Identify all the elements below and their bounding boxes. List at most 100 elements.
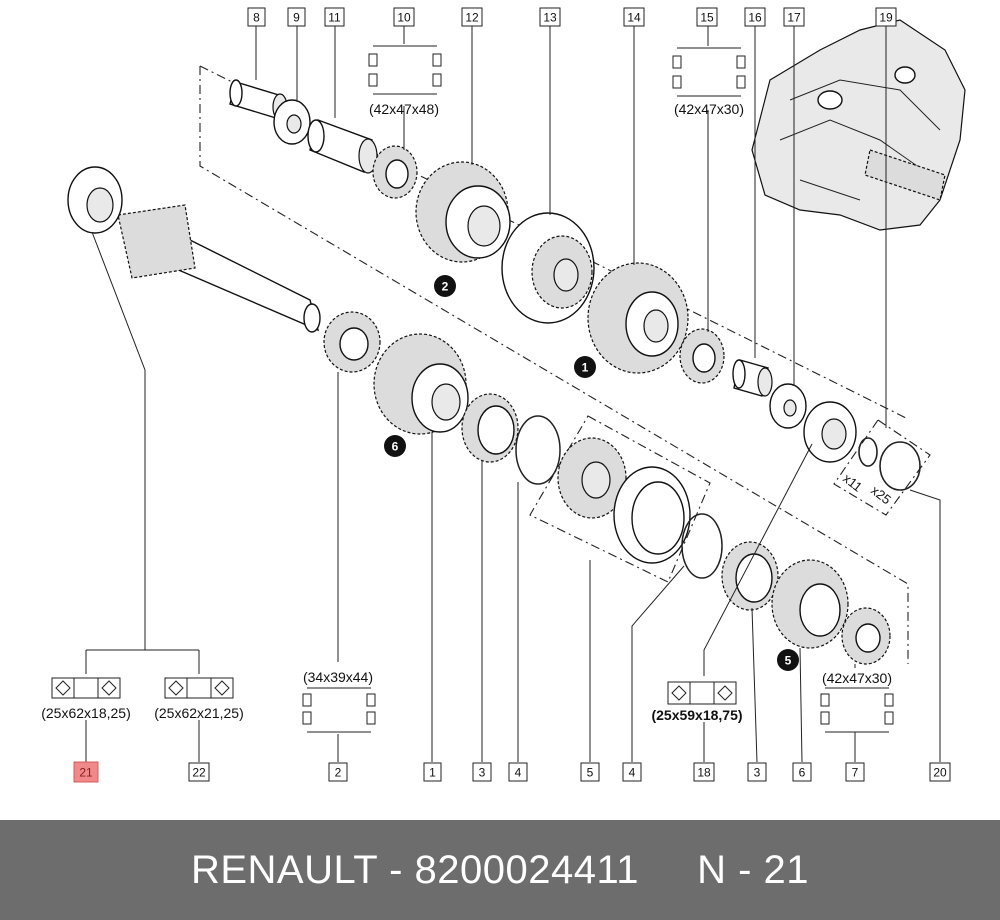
callout-4[interactable]: 4	[508, 762, 528, 782]
callout-6[interactable]: 6	[792, 762, 812, 782]
svg-text:19: 19	[879, 11, 893, 25]
sleeve-11-part	[307, 119, 378, 174]
callout-4b[interactable]: 4	[622, 762, 642, 782]
gear-6-part	[771, 559, 849, 649]
bearing-symbol-2	[302, 687, 376, 733]
gear-marker-1: 1	[574, 356, 596, 378]
callout-22[interactable]: 22	[188, 762, 210, 782]
bearing-18-part	[803, 401, 857, 463]
synchro-ring-3-part	[461, 393, 519, 463]
callout-2[interactable]: 2	[328, 762, 348, 782]
svg-text:5: 5	[785, 654, 792, 668]
part-number-banner: RENAULT - 8200024411 N - 21	[0, 820, 1000, 920]
exploded-gearbox-diagram: 8 9 11 10 12 13 14 15 16 17 19 21 22 2 1…	[41, 7, 966, 783]
callout-9[interactable]: 9	[287, 7, 306, 27]
svg-text:13: 13	[543, 11, 557, 25]
synchro-assembly-5-part	[557, 437, 691, 564]
callout-5[interactable]: 5	[580, 762, 600, 782]
ball-bearing-symbol-18	[667, 681, 737, 705]
gearbox-housing-illustration	[751, 19, 966, 231]
svg-text:10: 10	[397, 11, 411, 25]
svg-text:17: 17	[787, 11, 801, 25]
needle-bearing-7-part	[841, 607, 891, 665]
gear-marker-6: 6	[384, 435, 406, 457]
svg-text:4: 4	[515, 766, 522, 780]
dimension-labels: (42x47x48) (42x47x30) (25x62x18,25) (25x…	[41, 101, 892, 723]
svg-text:1: 1	[582, 361, 589, 375]
callout-14[interactable]: 14	[623, 7, 645, 27]
needle-bearing-15-part	[679, 328, 725, 384]
gear-markers: 2 1 6 5	[384, 275, 799, 671]
bearing-symbol-10	[368, 45, 442, 95]
svg-text:11: 11	[328, 11, 341, 25]
callout-16[interactable]: 16	[744, 7, 766, 27]
svg-text:5: 5	[587, 766, 594, 780]
gear-1-part	[373, 333, 469, 435]
svg-text:9: 9	[293, 11, 300, 25]
callout-15[interactable]: 15	[696, 7, 718, 27]
gear-12-part	[415, 161, 511, 263]
svg-text:4: 4	[629, 766, 636, 780]
washer-17-part	[769, 383, 807, 429]
circlip-labels: x11 x25	[840, 471, 894, 508]
gear-marker-2: 2	[434, 275, 456, 297]
part-number-text: RENAULT - 8200024411 N - 21	[190, 847, 810, 892]
svg-text:3: 3	[754, 766, 761, 780]
callout-20[interactable]: 20	[929, 762, 951, 782]
bearing-symbol-7	[820, 687, 894, 733]
washer-9-part	[273, 99, 311, 145]
callout-12[interactable]: 12	[461, 7, 483, 27]
needle-bearing-2-part	[323, 311, 381, 373]
ball-bearing-symbol-21	[51, 677, 121, 699]
needle-bearing-10-part	[372, 145, 418, 199]
svg-text:18: 18	[697, 766, 711, 780]
callout-13[interactable]: 13	[539, 7, 561, 27]
sleeve-16-part	[732, 359, 773, 397]
callout-3b[interactable]: 3	[747, 762, 767, 782]
svg-text:16: 16	[748, 11, 762, 25]
svg-text:1: 1	[429, 766, 436, 780]
svg-text:2: 2	[335, 766, 342, 780]
svg-text:21: 21	[79, 766, 93, 780]
svg-text:14: 14	[627, 11, 641, 25]
svg-text:2: 2	[442, 280, 449, 294]
bearing-symbol-15	[672, 47, 746, 97]
svg-text:6: 6	[799, 766, 806, 780]
ball-bearing-symbol-22	[164, 677, 234, 699]
callout-1[interactable]: 1	[423, 762, 442, 782]
circlips-19-20-part	[858, 437, 921, 491]
callout-boxes: 8 9 11 10 12 13 14 15 16 17 19 21 22 2 1…	[73, 7, 951, 783]
dimension-label-18: (25x59x18,75)	[651, 707, 742, 723]
gear-marker-5: 5	[777, 649, 799, 671]
callout-3[interactable]: 3	[472, 762, 492, 782]
svg-text:7: 7	[852, 766, 859, 780]
svg-text:20: 20	[933, 766, 947, 780]
synchro-hub-13-part	[501, 212, 595, 324]
dimension-label-7: (42x47x30)	[822, 670, 892, 686]
leader-lines	[85, 26, 941, 763]
dimension-label-10: (42x47x48)	[369, 101, 439, 117]
dimension-label-2: (34x39x44)	[303, 669, 373, 685]
svg-text:3: 3	[479, 766, 486, 780]
callout-11[interactable]: 11	[324, 7, 345, 27]
spring-ring-4-part	[515, 415, 561, 485]
callout-8[interactable]: 8	[247, 7, 266, 27]
callout-19[interactable]: 19	[875, 7, 897, 27]
svg-text:6: 6	[392, 440, 399, 454]
output-shaft	[117, 204, 321, 333]
gear-14-part	[587, 262, 689, 374]
svg-text:22: 22	[192, 766, 206, 780]
dimension-label-15: (42x47x30)	[674, 101, 744, 117]
svg-text:8: 8	[253, 11, 260, 25]
callout-7[interactable]: 7	[845, 762, 865, 782]
callout-17[interactable]: 17	[783, 7, 805, 27]
callout-18[interactable]: 18	[693, 762, 715, 782]
callout-21[interactable]: 21	[73, 761, 99, 783]
svg-text:12: 12	[465, 11, 479, 25]
dimension-label-22: (25x62x21,25)	[154, 705, 244, 721]
bearing-21-part	[67, 166, 123, 234]
synchro-ring-3b-part	[721, 541, 779, 611]
callout-10[interactable]: 10	[393, 7, 415, 27]
circlip-label-x11: x11	[840, 471, 865, 495]
